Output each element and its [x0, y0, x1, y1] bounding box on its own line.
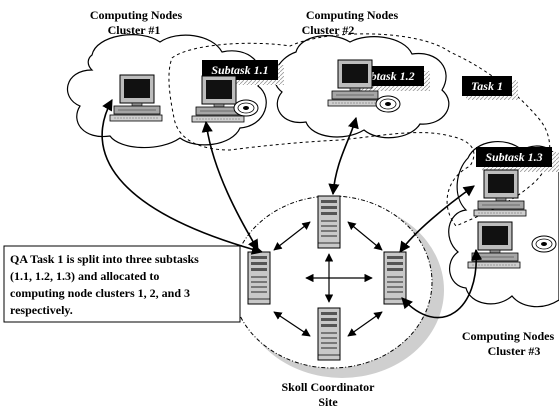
subtask-1-3-tag: Subtask 1.3 [476, 147, 559, 172]
cluster-3-label-line1: Computing Nodes [462, 329, 555, 343]
note-line-3: computing node clusters 1, 2, and 3 [10, 286, 190, 300]
coordinator-label-line2: Site [318, 395, 338, 409]
explanatory-note: QA Task 1 is split into three subtasks (… [3, 245, 241, 323]
server-tower-icon [247, 251, 271, 305]
task-1-label: Task 1 [471, 79, 503, 93]
optical-disk-icon [375, 95, 401, 113]
server-tower-icon [317, 195, 341, 249]
optical-disk-icon [233, 99, 259, 117]
note-line-2: (1.1, 1.2, 1.3) and allocated to [10, 269, 159, 283]
coordinator-label-line1: Skoll Coordinator [281, 380, 375, 394]
optical-disk-icon [531, 235, 557, 253]
server-tower-icon [317, 307, 341, 361]
cluster-1-label-line2: Cluster #1 [108, 23, 161, 37]
cluster-2-label-line1: Computing Nodes [306, 8, 399, 22]
note-line-1: QA Task 1 is split into three subtasks [10, 252, 199, 266]
cluster-links [101, 99, 483, 319]
server-tower-icon [383, 251, 407, 305]
coordinator-internal-links [273, 221, 383, 337]
subtask-1-1-label: Subtask 1.1 [211, 63, 268, 77]
cluster-1-label-line1: Computing Nodes [90, 8, 183, 22]
note-line-4: respectively. [10, 303, 73, 317]
subtask-1-3-label: Subtask 1.3 [485, 150, 542, 164]
task-1-tag: Task 1 [462, 76, 518, 100]
cluster-2-label-line2: Cluster #2 [302, 23, 355, 37]
cluster-3-label-line2: Cluster #3 [488, 344, 541, 358]
